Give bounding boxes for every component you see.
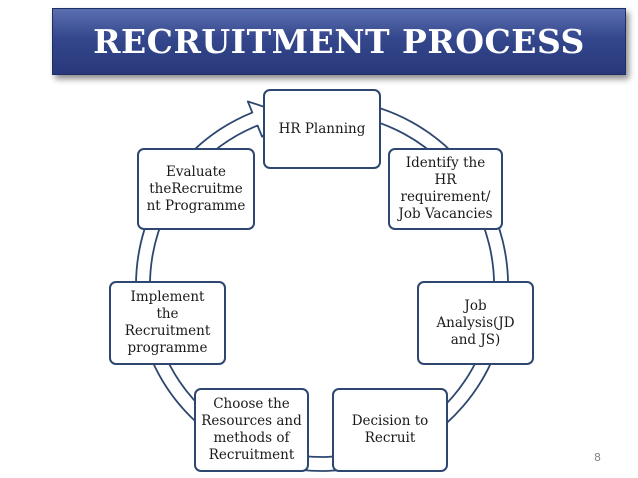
- page-number: 8: [594, 451, 601, 464]
- title-bar: RECRUITMENT PROCESS: [52, 8, 626, 75]
- step-hr-planning: HR Planning: [263, 89, 381, 169]
- slide-title: RECRUITMENT PROCESS: [93, 22, 585, 61]
- step-label: HR Planning: [278, 120, 366, 137]
